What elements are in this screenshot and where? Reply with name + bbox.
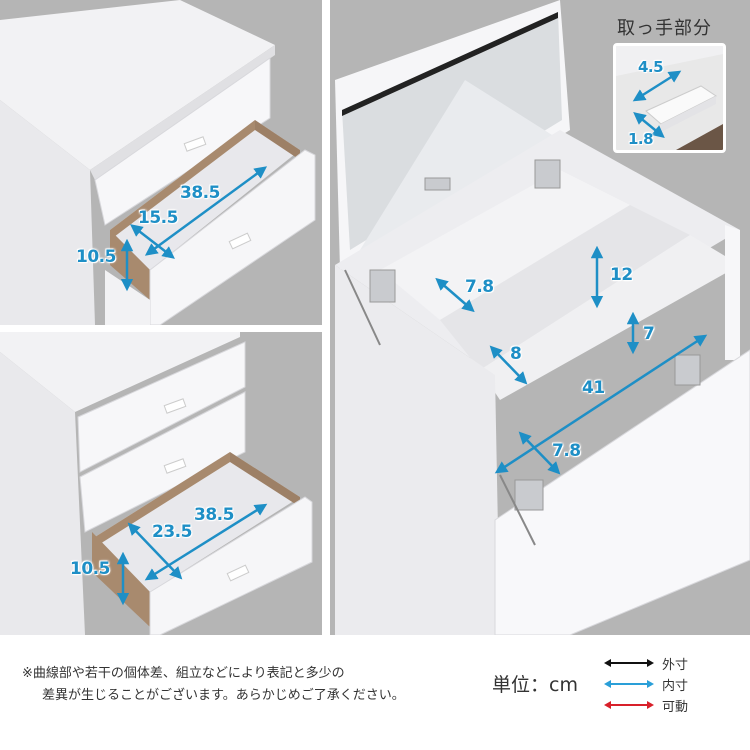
legend-movable: 可動 (604, 696, 689, 715)
disclaimer-line-2: 差異が生じることがございます。あらかじめご了承ください。 (42, 688, 405, 703)
chest-illustration (0, 0, 316, 325)
dimension-label-height: 10.5 (70, 559, 110, 579)
dimension-label-handle-depth: 1.8 (628, 130, 654, 148)
dimension-label-height: 10.5 (76, 247, 116, 267)
disclaimer-line-1: ※曲線部や若干の個体差、組立などにより表記と多少の (22, 666, 345, 681)
dimension-label-width: 15.5 (138, 208, 178, 228)
unit-label: 単位：cm (492, 674, 578, 696)
legend-label: 外寸 (662, 657, 689, 673)
dimension-label-lower-partition-height: 7 (643, 324, 655, 344)
handle-detail-inset: 4.5 1.8 (613, 43, 726, 153)
handle-section-title: 取っ手部分 (617, 18, 712, 39)
dimension-label-width: 23.5 (152, 522, 192, 542)
legend-label: 可動 (662, 699, 689, 715)
footer-notes: ※曲線部や若干の個体差、組立などにより表記と多少の 差異が生じることがございます… (0, 640, 750, 750)
dimension-label-middle-depth: 8 (510, 344, 522, 364)
dimension-label-lower-depth: 7.8 (552, 441, 581, 461)
dimension-label-depth: 38.5 (194, 505, 234, 525)
dimension-label-upper-depth: 7.8 (465, 277, 494, 297)
photo-panel-drawer-middle: 38.5 15.5 10.5 (0, 0, 322, 325)
dresser-illustration (335, 0, 750, 635)
double-arrow-blue-icon (604, 680, 654, 688)
dimension-label-depth: 38.5 (180, 183, 220, 203)
dimension-label-width: 41 (582, 378, 605, 398)
double-arrow-black-icon (604, 659, 654, 667)
double-arrow-red-icon (604, 701, 654, 709)
handle-illustration (616, 46, 723, 150)
legend-label: 内寸 (662, 678, 689, 694)
legend-inner-dimension: 内寸 (604, 675, 689, 694)
dimension-label-handle-width: 4.5 (638, 58, 664, 76)
legend-outer-dimension: 外寸 (604, 654, 689, 673)
photo-panel-drawer-bottom: 38.5 23.5 10.5 (0, 332, 322, 635)
dimension-label-partition-height: 12 (610, 265, 633, 285)
chest-illustration (0, 332, 313, 635)
